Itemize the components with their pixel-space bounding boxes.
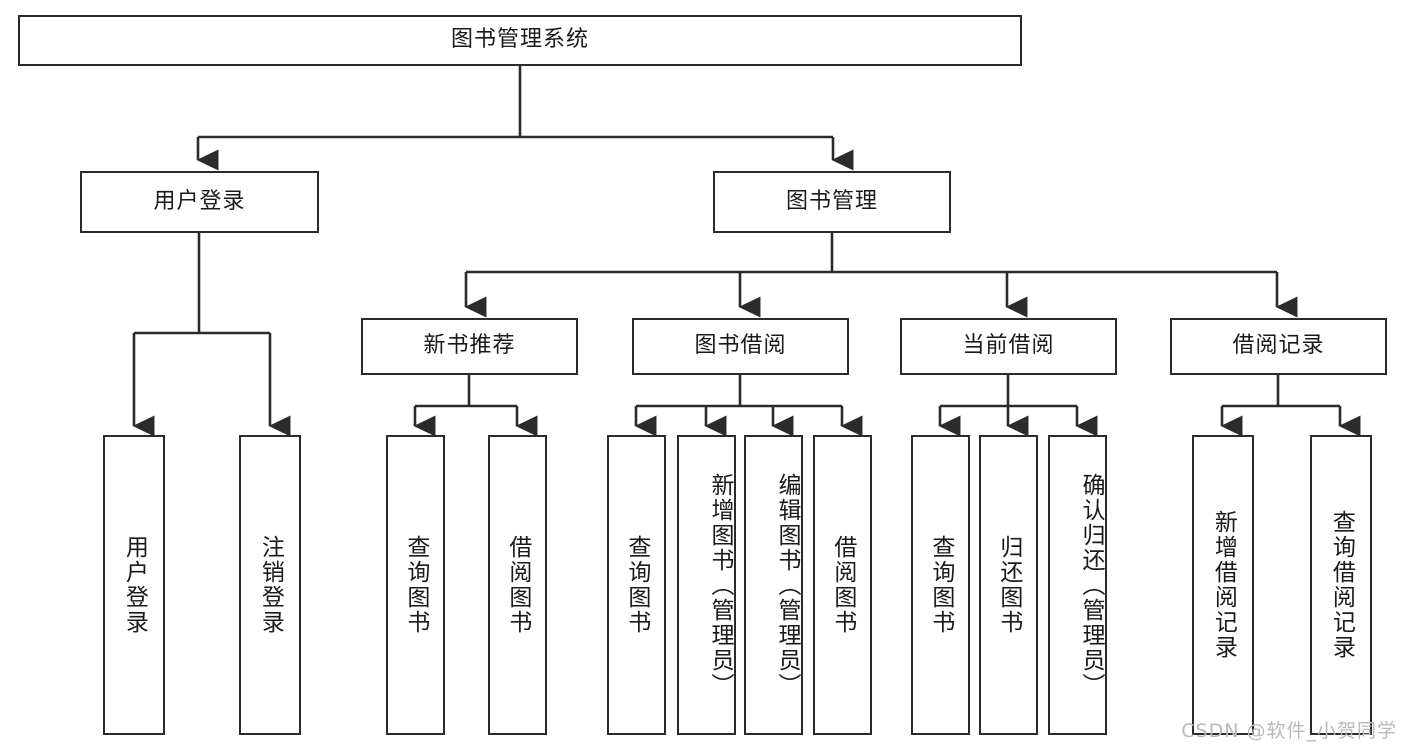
node-book-manage[interactable]: 图书管理 [713, 171, 951, 233]
node-leaf-confirm-return[interactable]: 确认归还（管理员） [1048, 435, 1107, 735]
node-leaf-add-record[interactable]: 新增借阅记录 [1192, 435, 1254, 735]
node-leaf-return-book-label: 归还图书 [995, 535, 1022, 635]
node-borrow-record[interactable]: 借阅记录 [1170, 318, 1387, 375]
node-leaf-query-book-1-label: 查询图书 [402, 535, 429, 635]
node-leaf-edit-book-label: 编辑图书（管理员） [774, 472, 800, 698]
node-leaf-user-login[interactable]: 用户登录 [103, 435, 165, 735]
node-book-borrow-label: 图书借阅 [694, 333, 787, 359]
node-user-login-label: 用户登录 [153, 188, 246, 214]
node-leaf-query-record-label: 查询借阅记录 [1328, 510, 1355, 660]
node-leaf-borrow-book-1[interactable]: 借阅图书 [488, 435, 547, 735]
node-book-borrow[interactable]: 图书借阅 [632, 318, 849, 375]
node-root[interactable]: 图书管理系统 [18, 15, 1022, 66]
node-leaf-query-record[interactable]: 查询借阅记录 [1310, 435, 1372, 735]
node-leaf-user-logout[interactable]: 注销登录 [239, 435, 301, 735]
node-root-label: 图书管理系统 [450, 27, 589, 53]
node-leaf-query-book-1[interactable]: 查询图书 [386, 435, 445, 735]
node-leaf-add-book[interactable]: 新增图书（管理员） [677, 435, 736, 735]
node-leaf-query-book-2[interactable]: 查询图书 [607, 435, 666, 735]
node-leaf-user-login-label: 用户登录 [121, 535, 148, 635]
node-book-manage-label: 图书管理 [785, 188, 878, 214]
node-leaf-borrow-book-2-label: 借阅图书 [829, 535, 856, 635]
node-leaf-borrow-book-2[interactable]: 借阅图书 [813, 435, 872, 735]
node-new-book-recommend-label: 新书推荐 [423, 333, 516, 359]
node-new-book-recommend[interactable]: 新书推荐 [361, 318, 578, 375]
node-leaf-user-logout-label: 注销登录 [257, 535, 284, 635]
node-leaf-borrow-book-1-label: 借阅图书 [504, 535, 531, 635]
node-borrow-record-label: 借阅记录 [1232, 333, 1325, 359]
node-current-borrow-label: 当前借阅 [962, 333, 1055, 359]
node-leaf-query-book-3[interactable]: 查询图书 [911, 435, 970, 735]
node-leaf-query-book-3-label: 查询图书 [927, 535, 954, 635]
node-leaf-query-book-2-label: 查询图书 [623, 535, 650, 635]
node-leaf-return-book[interactable]: 归还图书 [979, 435, 1038, 735]
node-leaf-add-record-label: 新增借阅记录 [1210, 510, 1237, 660]
node-leaf-confirm-return-label: 确认归还（管理员） [1078, 472, 1104, 698]
node-user-login[interactable]: 用户登录 [80, 171, 319, 233]
node-current-borrow[interactable]: 当前借阅 [900, 318, 1117, 375]
node-leaf-edit-book[interactable]: 编辑图书（管理员） [744, 435, 803, 735]
node-leaf-add-book-label: 新增图书（管理员） [707, 472, 733, 698]
